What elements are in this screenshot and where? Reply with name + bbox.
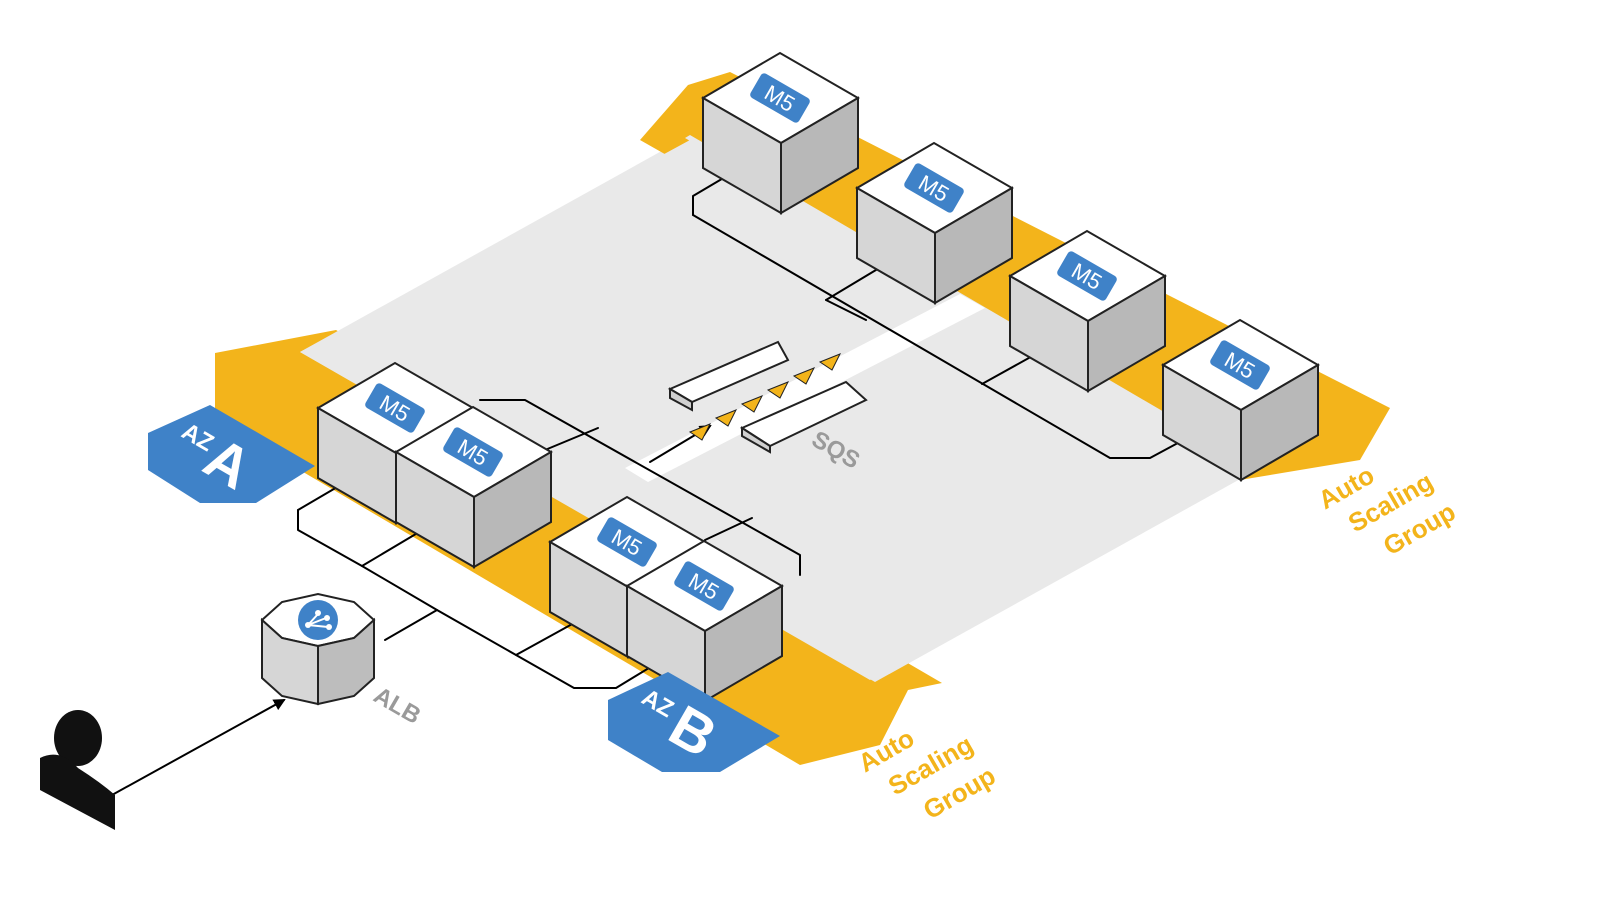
ec2-instance: M5 — [1162, 319, 1319, 481]
sqs-queue — [667, 340, 868, 454]
network-divider-strip — [625, 294, 985, 482]
ec2-instance: M5 — [856, 142, 1013, 304]
ec2-instance: M5 — [395, 406, 552, 568]
ec2-instance: M5 — [1009, 230, 1166, 392]
az-a-badge: AZ A — [148, 405, 315, 503]
az-b-badge: AZ B — [608, 672, 780, 772]
queue-icon — [688, 353, 842, 441]
connection-wires — [111, 168, 1204, 796]
ec2-instance-icon: M5 — [597, 517, 657, 567]
asg-label-back: Auto Scaling Group — [1313, 460, 1461, 562]
ec2-instance: M5 — [549, 496, 706, 658]
alb-label: ALB — [369, 682, 425, 730]
user-icon — [40, 710, 115, 830]
ec2-instance: M5 — [626, 540, 783, 702]
alb-load-balancer — [260, 592, 376, 706]
ec2-instance: M5 — [702, 52, 859, 214]
load-balancer-icon — [298, 600, 338, 640]
ec2-instance: M5 — [317, 362, 474, 524]
